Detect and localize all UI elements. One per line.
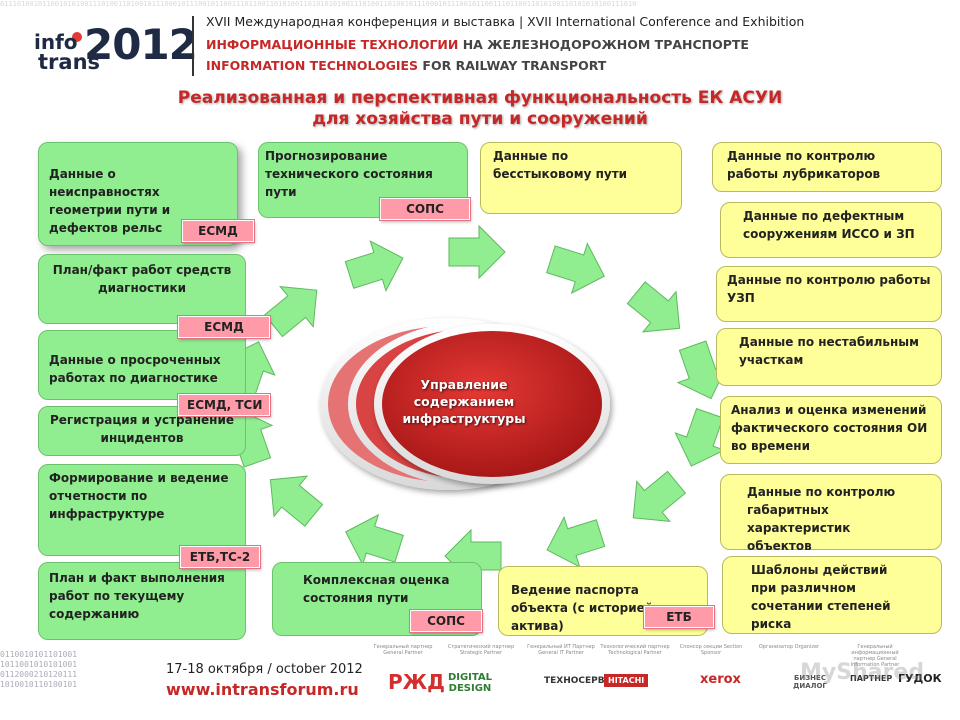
sponsor-partner-logo: ПАРТНЕР xyxy=(850,674,893,683)
ring-arrow-icon xyxy=(263,285,318,338)
box-risk-templates: Шаблоны действий при различном сочетании… xyxy=(722,556,942,634)
sponsor-role: Организатор Organizer xyxy=(758,644,820,650)
slide-title: Реализованная и перспективная функционал… xyxy=(120,88,840,130)
box-defective-structures: Данные по дефектным сооружениям ИССО и З… xyxy=(720,202,942,258)
footer-binary-decoration: 0110010101101001 1011001010101001 011200… xyxy=(0,650,160,690)
center-disc-stack xyxy=(320,318,610,490)
topic-en-dark: FOR RAILWAY TRANSPORT xyxy=(422,58,607,73)
tag-sops-bottom: СОПС xyxy=(409,609,483,633)
sponsor-hitachi-logo: HITACHI xyxy=(604,674,649,687)
conference-topic-ru: ИНФОРМАЦИОННЫЕ ТЕХНОЛОГИИ НА ЖЕЛЕЗНОДОРО… xyxy=(206,37,749,52)
sponsor-role: Стратегический партнер Strategic Partner xyxy=(447,644,515,656)
tag-etb-ts2: ЕТБ,ТС-2 xyxy=(179,545,261,569)
tag-etb-bottom: ЕТБ xyxy=(643,605,715,629)
ring-arrow-icon xyxy=(632,470,687,523)
sponsor-role: Технологический партнер Technological Pa… xyxy=(600,644,670,656)
ring-arrow-icon xyxy=(546,242,605,295)
logo-trans-text: trans xyxy=(38,50,101,74)
tag-sops-top: СОПС xyxy=(379,197,471,221)
sponsor-gudok-logo: ГУДОК xyxy=(898,672,942,685)
header-divider xyxy=(192,16,194,76)
box-uzp-control: Данные по контролю работы УЗП xyxy=(716,266,942,322)
conference-footer: 0110010101101001 1011001010101001 011200… xyxy=(0,640,960,720)
ring-arrow-icon xyxy=(448,224,506,280)
conference-name: XVII Международная конференция и выставк… xyxy=(206,14,805,29)
box-diagnostics-plan-fact: План/факт работ средств диагностики xyxy=(38,254,246,324)
disc-front xyxy=(382,331,602,477)
box-overdue-diagnostics: Данные о просроченных работах по диагнос… xyxy=(38,330,246,400)
sponsor-role: Генеральный партнер General Partner xyxy=(373,644,433,656)
box-maintenance-plan-fact: План и факт выполнения работ по текущему… xyxy=(38,562,246,640)
ring-arrow-icon xyxy=(344,240,404,292)
watermark: MyShared xyxy=(800,660,925,685)
topic-en-red: INFORMATION TECHNOLOGIES xyxy=(206,58,419,73)
ring-arrow-icon xyxy=(269,475,324,527)
tag-esmd-2: ЕСМД xyxy=(177,315,271,339)
logo-info-text: info xyxy=(34,30,78,54)
box-state-change-analysis: Анализ и оценка изменений фактического с… xyxy=(720,396,942,464)
sponsor-technoserv-logo: ТЕХНОСЕРВ xyxy=(544,676,605,686)
ring-arrow-icon xyxy=(546,516,606,568)
box-object-passport: Ведение паспорта объекта (с историей акт… xyxy=(498,566,708,636)
footer-binary-line: 1011001010101001 xyxy=(0,660,78,669)
tag-esmd-1: ЕСМД xyxy=(181,219,255,243)
infotrans-logo: info trans 2012 xyxy=(32,16,198,80)
footer-binary-line: 1010010110100101 xyxy=(0,680,78,689)
topic-ru-red: ИНФОРМАЦИОННЫЕ ТЕХНОЛОГИИ xyxy=(206,37,459,52)
conference-url[interactable]: www.intransforum.ru xyxy=(166,680,359,699)
box-clearance-control: Данные по контролю габаритных характерис… xyxy=(720,474,942,553)
tag-esmd-tsi: ЕСМД, ТСИ xyxy=(177,393,271,417)
binary-decoration: 0111010010110010101001110100110100101110… xyxy=(0,0,637,8)
conference-header: 0111010010110010101001110100110100101110… xyxy=(0,0,960,84)
logo-dot-icon xyxy=(72,32,82,42)
conference-topic-en: INFORMATION TECHNOLOGIES FOR RAILWAY TRA… xyxy=(206,58,606,73)
conference-dates: 17-18 октября / october 2012 xyxy=(166,662,363,677)
logo-year-text: 2012 xyxy=(84,20,198,69)
slide-title-line1: Реализованная и перспективная функционал… xyxy=(177,88,783,108)
sponsor-role: Генеральный информационный партнер Gener… xyxy=(850,644,900,668)
box-lubricators: Данные по контролю работы лубрикаторов xyxy=(712,142,942,192)
sponsor-xerox-logo: xerox xyxy=(700,672,741,687)
topic-ru-dark: НА ЖЕЛЕЗНОДОРОЖНОМ ТРАНСПОРТЕ xyxy=(462,37,749,52)
ring-arrow-icon xyxy=(674,408,726,467)
slide-title-line2: для хозяйства пути и сооружений xyxy=(312,109,648,129)
footer-binary-line: 0112000210120111 xyxy=(0,670,78,679)
box-jointless-track: Данные по бесстыковому пути xyxy=(480,142,682,214)
box-infrastructure-reporting: Формирование и ведение отчетности по инф… xyxy=(38,464,246,556)
ring-arrow-icon xyxy=(345,513,404,566)
sponsor-digital-design-logo: DIGITAL DESIGN xyxy=(447,672,493,694)
sponsor-role: Генеральный ИТ Партнер General IT Partne… xyxy=(527,644,595,656)
sponsor-rzd-logo: РЖД xyxy=(388,670,445,694)
center-label: Управление содержанием инфраструктуры xyxy=(402,377,526,426)
sponsor-role: Спонсор секции Section Sponsor xyxy=(679,644,743,656)
sponsor-business-dialog-logo: БИЗНЕС ДИАЛОГ xyxy=(793,674,827,690)
ring-arrow-icon xyxy=(626,281,681,333)
footer-binary-line: 0110010101101001 xyxy=(0,650,78,659)
box-unstable-sections: Данные по нестабильным участкам xyxy=(716,328,942,386)
